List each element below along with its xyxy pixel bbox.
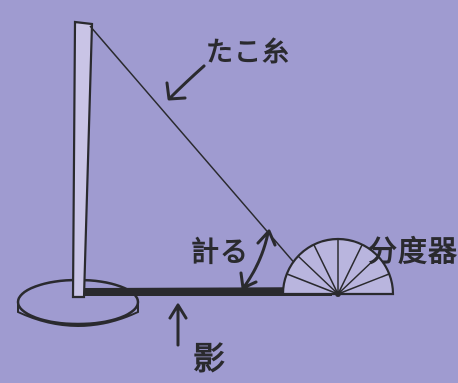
protractor-ray-8 xyxy=(286,273,339,295)
protractor xyxy=(281,237,395,297)
protractor-ray-4 xyxy=(337,244,363,295)
pole-base-side xyxy=(17,300,139,327)
string-arrow xyxy=(165,64,206,101)
kite-string-line xyxy=(89,25,317,289)
measure-arrow-arc xyxy=(242,231,270,289)
protractor-ray-6 xyxy=(313,244,339,295)
protractor-center xyxy=(335,291,341,297)
measure-arrow-head-bottom xyxy=(239,271,258,290)
protractor-ray-3 xyxy=(337,255,379,295)
measure-label: 計る xyxy=(191,235,250,268)
protractor-ray-2 xyxy=(337,273,390,295)
shadow-label: 影 xyxy=(193,339,227,377)
string-arrow-head xyxy=(165,81,187,101)
protractor-label: 分度器 xyxy=(368,234,458,268)
measure-arrow xyxy=(239,229,277,290)
protractor-ray-7 xyxy=(297,255,339,295)
kite-string-label: たこ糸 xyxy=(206,37,290,68)
shadow-bar xyxy=(84,289,332,296)
shadow-arrow-head xyxy=(168,303,188,320)
pole xyxy=(71,20,94,299)
measure-arrow-head-top xyxy=(256,229,277,247)
shadow-arrow xyxy=(168,303,188,347)
string-arrow-shaft xyxy=(168,64,206,100)
